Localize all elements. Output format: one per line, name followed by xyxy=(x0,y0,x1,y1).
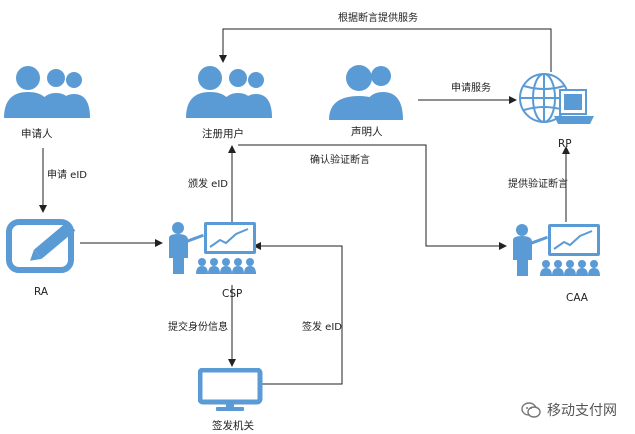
edge-label-submit-identity: 提交身份信息 xyxy=(168,322,228,333)
edge-label-issue-eid: 颁发 eID xyxy=(188,179,228,190)
presenter-audience-icon xyxy=(169,222,256,274)
person-icon xyxy=(329,65,403,120)
edge-label-apply-eid: 申请 eID xyxy=(47,170,87,181)
wechat-icon xyxy=(521,402,541,418)
people-group-icon xyxy=(186,66,272,118)
ra-label: RA xyxy=(34,286,49,298)
csp-label: CSP xyxy=(222,288,243,300)
declarant-label: 声明人 xyxy=(351,126,383,138)
people-group-icon xyxy=(4,66,90,118)
watermark: 移动支付网 xyxy=(521,400,617,420)
edge-label-sign-eid: 签发 eID xyxy=(302,322,342,333)
registered-user-label: 注册用户 xyxy=(202,128,244,140)
watermark-text: 移动支付网 xyxy=(547,403,617,419)
edge-provide-service xyxy=(219,28,552,72)
edge-label-provide-by-assertion: 根据断言提供服务 xyxy=(338,13,418,24)
edge-label-provide-assertion: 提供验证断言 xyxy=(508,179,568,190)
caa-label: CAA xyxy=(566,292,588,304)
monitor-icon xyxy=(198,368,263,411)
rp-label: RP xyxy=(558,138,572,150)
applicant-label: 申请人 xyxy=(21,128,53,140)
issuer-label: 签发机关 xyxy=(212,420,254,432)
edit-pencil-icon xyxy=(6,219,76,273)
edge-label-apply-service: 申请服务 xyxy=(451,83,491,94)
edge-label-confirm-assertion: 确认验证断言 xyxy=(310,155,370,166)
globe-laptop-icon xyxy=(519,73,594,124)
edge-confirm-assertion xyxy=(238,144,507,250)
edge-sign-eid xyxy=(253,242,343,385)
presenter-audience-icon xyxy=(513,224,600,276)
